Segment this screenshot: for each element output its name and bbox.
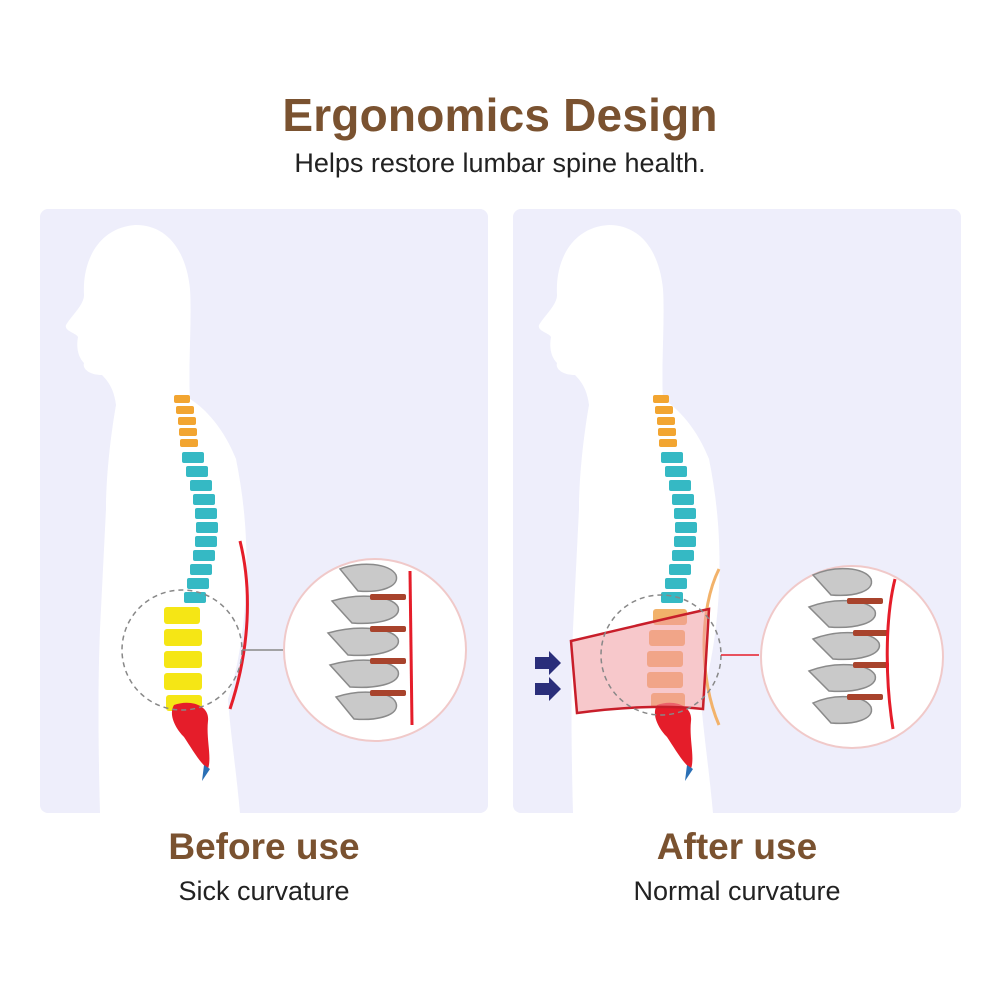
page-title: Ergonomics Design [282, 89, 718, 141]
back-line [228, 540, 249, 710]
before-panel [40, 209, 488, 813]
push-arrow-icon [535, 651, 561, 701]
spine [164, 395, 218, 781]
magnified-spine [283, 558, 467, 742]
after-illustration [535, 225, 944, 813]
before-subtitle: Sick curvature [178, 876, 350, 906]
lumbar-brace [569, 607, 711, 715]
after-panel [513, 209, 961, 813]
after-title: After use [656, 826, 818, 867]
magnified-spine [760, 565, 944, 749]
after-subtitle: Normal curvature [633, 876, 841, 906]
page-subtitle: Helps restore lumbar spine health. [294, 148, 706, 178]
before-illustration [65, 225, 467, 813]
before-title: Before use [168, 826, 360, 867]
body-silhouette [65, 225, 247, 813]
